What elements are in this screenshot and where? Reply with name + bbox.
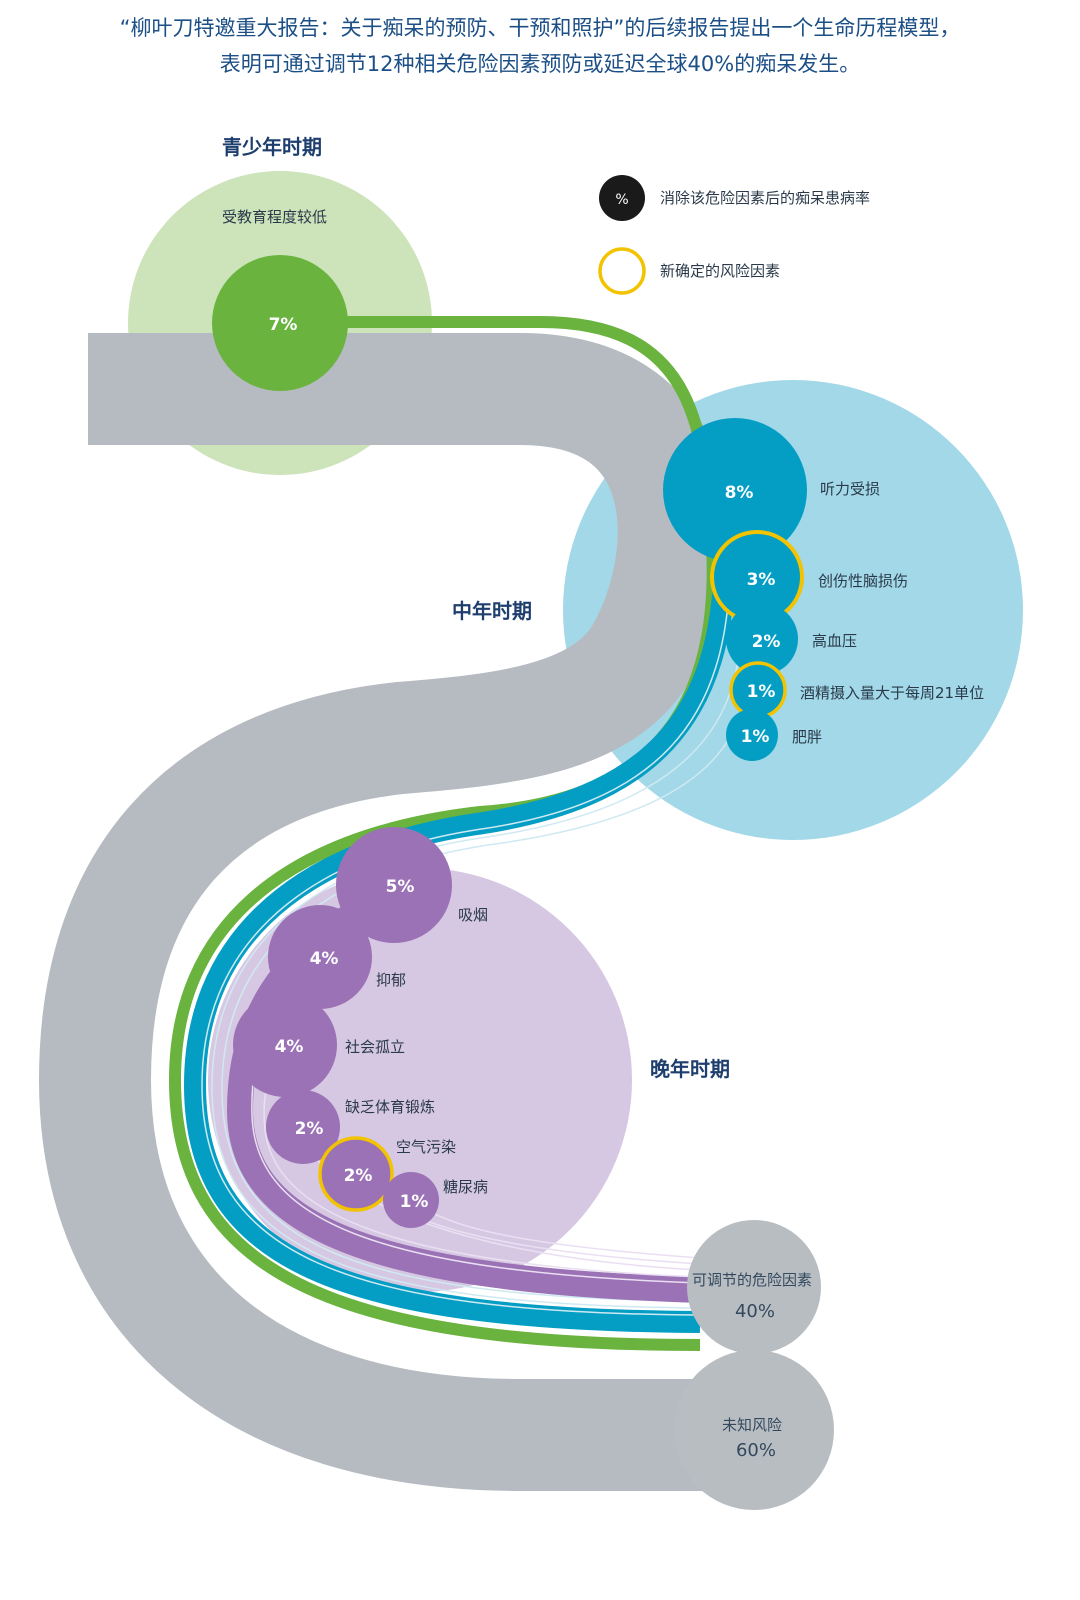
factor-value-hypertension: 2%	[752, 632, 781, 652]
factor-node-hypertension	[726, 603, 798, 675]
unknown-risk-node	[674, 1350, 834, 1510]
late-stage-title: 晚年时期	[650, 1057, 730, 1081]
factor-label-social-isolation: 社会孤立	[345, 1038, 405, 1056]
midlife-flow-strand	[221, 689, 746, 1302]
factor-value-depression: 4%	[310, 949, 339, 969]
unknown-risk-band	[38, 333, 755, 1491]
factor-label-obesity: 肥胖	[792, 728, 822, 746]
youth-stage-title: 青少年时期	[222, 135, 322, 159]
legend-ring-label: 新确定的风险因素	[660, 262, 780, 280]
midlife-flow-strand	[211, 639, 741, 1309]
factor-value-traumatic-brain-injury: 3%	[747, 570, 776, 590]
factor-node-obesity	[726, 709, 778, 761]
factor-label-depression: 抑郁	[376, 971, 406, 989]
factor-label-hypertension: 高血压	[812, 632, 857, 650]
midlife-stage-title: 中年时期	[452, 599, 532, 623]
factor-node-hearing-loss	[663, 418, 807, 562]
midlife-flow-strand	[201, 559, 731, 1316]
factor-label-low-education: 受教育程度较低	[222, 208, 327, 226]
legend-ring	[598, 247, 646, 295]
factor-node-physical-inactivity	[266, 1090, 340, 1164]
factor-value-diabetes: 1%	[400, 1192, 429, 1212]
factor-value-social-isolation: 4%	[275, 1037, 304, 1057]
factor-value-low-education: 7%	[269, 315, 298, 335]
legend-black-symbol: %	[615, 192, 628, 208]
factor-label-physical-inactivity: 缺乏体育锻炼	[345, 1098, 435, 1116]
legend-black-dot	[599, 175, 645, 221]
modifiable-risk-label: 可调节的危险因素	[692, 1271, 812, 1289]
factor-value-physical-inactivity: 2%	[295, 1119, 324, 1139]
modifiable-risk-node	[687, 1220, 821, 1354]
legend-black-label: 消除该危险因素后的痴呆患病率	[660, 189, 870, 207]
header-line-1: “柳叶刀特邀重大报告：关于痴呆的预防、干预和照护”的后续报告提出一个生命历程模型…	[119, 16, 961, 40]
factor-node-depression	[268, 905, 372, 1009]
factor-node-diabetes	[383, 1172, 439, 1228]
factor-value-air-pollution: 2%	[344, 1166, 373, 1186]
modifiable-risk-value: 40%	[735, 1301, 775, 1322]
factor-node-smoking	[336, 827, 452, 943]
factor-value-obesity: 1%	[741, 727, 770, 747]
factor-label-air-pollution: 空气污染	[396, 1138, 456, 1156]
unknown-risk-value: 60%	[736, 1440, 776, 1461]
midlife-flow	[183, 549, 736, 1333]
factor-value-alcohol: 1%	[747, 682, 776, 702]
factor-label-traumatic-brain-injury: 创伤性脑损伤	[818, 572, 908, 590]
header-line-2: 表明可通过调节12种相关危险因素预防或延迟全球40%的痴呆发生。	[219, 52, 861, 76]
factor-label-smoking: 吸烟	[458, 906, 488, 924]
factor-label-alcohol: 酒精摄入量大于每周21单位	[800, 684, 984, 702]
factor-value-smoking: 5%	[386, 877, 415, 897]
factor-value-hearing-loss: 8%	[725, 483, 754, 503]
factor-label-hearing-loss: 听力受损	[820, 480, 880, 498]
header: “柳叶刀特邀重大报告：关于痴呆的预防、干预和照护”的后续报告提出一个生命历程模型…	[0, 10, 1080, 82]
factor-label-diabetes: 糖尿病	[443, 1178, 488, 1196]
factor-node-air-pollution	[318, 1136, 394, 1212]
factor-node-social-isolation	[233, 993, 337, 1097]
factor-node-low-education	[212, 255, 348, 391]
unknown-risk-label: 未知风险	[722, 1416, 782, 1434]
